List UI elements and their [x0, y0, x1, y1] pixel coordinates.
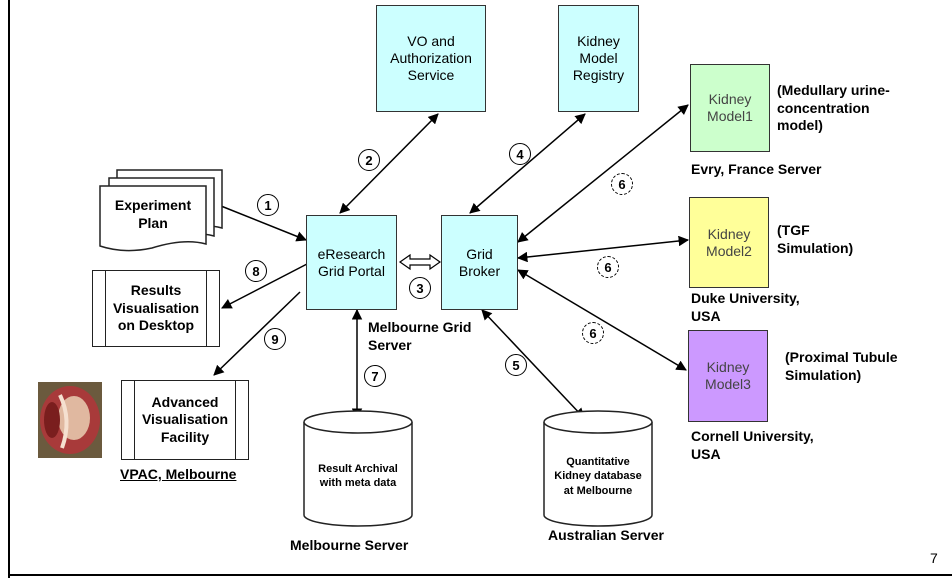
- step-8: 8: [245, 260, 267, 282]
- kidney-model1-box: Kidney Model1: [690, 64, 770, 152]
- kidney-model2-box: Kidney Model2: [689, 197, 769, 288]
- arrow-broker-model3: [517, 269, 687, 371]
- portal-broker-link: [398, 253, 442, 271]
- results-visualisation-label: Results Visualisation on Desktop: [105, 271, 207, 346]
- step-6-model3: 6: [582, 322, 604, 344]
- kidney-model-registry-box: Kidney Model Registry: [558, 5, 639, 112]
- cornell-server-label: Cornell University, USA: [691, 428, 814, 462]
- experiment-plan-label: Experiment Plan: [114, 197, 192, 231]
- step-9: 9: [264, 328, 286, 350]
- grid-broker-box: Grid Broker: [441, 215, 518, 310]
- arrow-broker-db: [481, 309, 585, 419]
- step-4: 4: [509, 143, 531, 165]
- step-2: 2: [358, 149, 380, 171]
- proximal-label: (Proximal Tubule Simulation): [785, 349, 898, 383]
- page-number: 7: [930, 550, 938, 566]
- results-visualisation-box: Results Visualisation on Desktop: [92, 270, 220, 347]
- melbourne-server-label: Melbourne Server: [290, 537, 409, 553]
- kidney-photo: [38, 382, 102, 458]
- arrow-plan-to-portal: [215, 203, 307, 242]
- melbourne-grid-server-label: Melbourne Grid Server: [368, 319, 472, 353]
- experiment-plan-doc: [99, 169, 223, 252]
- archival-cylinder: [303, 410, 413, 527]
- arrow-portal-results: [221, 263, 308, 309]
- step-1: 1: [257, 194, 279, 216]
- evry-server-label: Evry, France Server: [691, 161, 822, 177]
- quantitative-db-label: Quantitative Kidney database at Melbourn…: [554, 456, 642, 497]
- left-border-line: [8, 0, 10, 578]
- advanced-visualisation-label: Advanced Visualisation Facility: [134, 381, 236, 459]
- tgf-label: (TGF Simulation): [777, 222, 854, 256]
- kidney-model3-box: Kidney Model3: [688, 330, 768, 422]
- vpac-label: VPAC, Melbourne: [120, 466, 237, 482]
- arrow-broker-registry: [469, 113, 586, 214]
- step-7: 7: [364, 365, 386, 387]
- arrow-portal-advanced: [213, 291, 301, 376]
- arrow-broker-model2: [516, 235, 690, 263]
- bottom-border-line: [8, 574, 952, 576]
- step-6-model2: 6: [597, 256, 619, 278]
- step-6-model1: 6: [611, 173, 633, 195]
- advanced-visualisation-box: Advanced Visualisation Facility: [121, 380, 249, 460]
- step-5: 5: [505, 354, 527, 376]
- arrow-broker-model1: [517, 104, 689, 243]
- database-cylinder: [543, 410, 653, 527]
- duke-server-label: Duke University, USA: [691, 290, 800, 324]
- eresearch-grid-portal-box: eResearch Grid Portal: [306, 215, 397, 310]
- step-3: 3: [409, 277, 431, 299]
- vo-authorization-service-box: VO and Authorization Service: [376, 5, 486, 112]
- australian-server-label: Australian Server: [548, 527, 664, 543]
- result-archival-label: Result Archival with meta data: [318, 463, 398, 490]
- arrow-portal-vo: [339, 113, 439, 214]
- medullary-label: (Medullary urine- concentration model): [777, 82, 890, 133]
